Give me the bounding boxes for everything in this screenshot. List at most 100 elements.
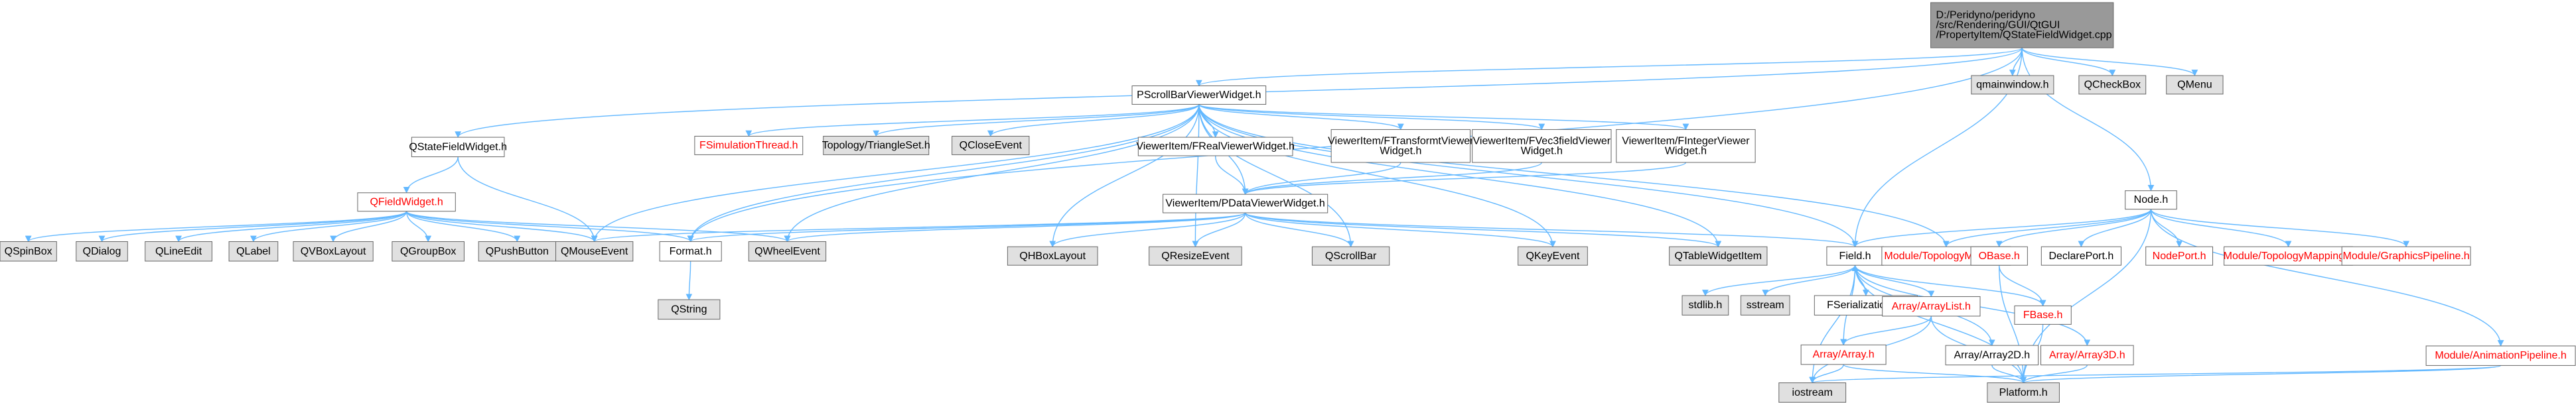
graph-node-sstream[interactable]: sstream [1740, 295, 1790, 316]
graph-node-qvboxlayout[interactable]: QVBoxLayout [293, 241, 374, 262]
graph-node-qcloseevent[interactable]: QCloseEvent [952, 136, 1030, 155]
graph-node-qmouseevent[interactable]: QMouseEvent [555, 241, 634, 262]
graph-node-arraylist[interactable]: Array/ArrayList.h [1882, 296, 1981, 317]
dependency-edge [457, 156, 598, 243]
node-label: QHBoxLayout [1019, 251, 1086, 262]
dependency-edge [1198, 103, 1404, 131]
dependency-edge [1702, 264, 1856, 296]
node-label: QResizeEvent [1161, 251, 1230, 262]
node-label: Widget.h [1665, 145, 1707, 156]
graph-node-root[interactable]: D:/Peridyno/peridyno/src/Rendering/GUI/Q… [1930, 2, 2114, 48]
dependency-edge [1854, 264, 2046, 307]
node-label: QDialog [83, 246, 121, 257]
graph-node-qtablewidgetitem[interactable]: QTableWidgetItem [1669, 246, 1768, 266]
node-box [1616, 129, 1756, 163]
graph-node-topology[interactable]: Topology/TriangleSet.h [822, 136, 930, 155]
dependency-edge [1851, 209, 2152, 248]
node-label: QCloseEvent [960, 140, 1023, 151]
node-label: PScrollBarViewerWidget.h [1137, 89, 1261, 101]
graph-node-platform[interactable]: Platform.h [1987, 382, 2060, 403]
node-label: QScrollBar [1325, 251, 1377, 262]
graph-node-qscrollbar[interactable]: QScrollBar [1311, 246, 1390, 266]
dependency-edge [1851, 264, 1867, 296]
graph-node-qstring[interactable]: QString [658, 299, 721, 320]
node-label: QLabel [236, 246, 271, 257]
dependency-edge [405, 211, 521, 243]
node-label: Field.h [1839, 251, 1871, 262]
node-label: sstream [1747, 300, 1784, 311]
graph-node-array[interactable]: Array/Array.h [1800, 344, 1887, 365]
node-box [2078, 75, 2147, 95]
node-label: QLineEdit [155, 246, 202, 257]
graph-node-simthread[interactable]: FSimulationThread.h [694, 136, 804, 155]
dependency-edge [1049, 104, 1200, 248]
graph-node-qpushbutton[interactable]: QPushButton [478, 241, 557, 262]
graph-node-declareport[interactable]: DeclarePort.h [2040, 246, 2121, 266]
dependency-edge [2021, 48, 2155, 192]
node-box [2040, 246, 2121, 266]
graph-node-qfieldwidget[interactable]: QFieldWidget.h [357, 192, 456, 212]
dependency-edge [1810, 365, 2502, 384]
graph-node-topomapping[interactable]: Module/TopologyMapping.h [2224, 246, 2354, 266]
graph-node-qspinbox[interactable]: QSpinBox [0, 241, 57, 262]
graph-node-qresizeevent[interactable]: QResizeEvent [1149, 246, 1242, 266]
graph-node-iostream[interactable]: iostream [1778, 382, 1847, 403]
graph-node-fbase[interactable]: FBase.h [2014, 305, 2072, 325]
graph-node-node[interactable]: Node.h [2125, 190, 2177, 210]
dependency-edge [2020, 365, 2502, 384]
node-label: Array/Array2D.h [1954, 349, 2030, 361]
graph-node-realviewer[interactable]: ViewerItem/FRealViewerWidget.h [1136, 137, 1295, 156]
graph-node-qstatefield[interactable]: QStateFieldWidget.h [409, 137, 507, 158]
dependency-edge [1198, 104, 1722, 248]
graph-node-qmainwindow[interactable]: qmainwindow.h [1971, 75, 2054, 95]
graph-node-obase[interactable]: OBase.h [1970, 246, 2028, 266]
graph-node-qdialog[interactable]: QDialog [76, 241, 128, 262]
node-label: QCheckBox [2084, 80, 2141, 91]
graph-node-field[interactable]: Field.h [1826, 246, 1884, 266]
graph-node-animpipe[interactable]: Module/AnimationPipeline.h [2425, 345, 2576, 366]
node-box [2425, 345, 2576, 366]
node-label: ViewerItem/FVec3fieldViewer [1473, 135, 1611, 146]
graph-node-stdlib[interactable]: stdlib.h [1682, 295, 1729, 316]
graph-node-qmenu[interactable]: QMenu [2166, 75, 2224, 95]
dependency-edge [405, 211, 694, 243]
node-label: FBase.h [2023, 310, 2063, 321]
dependency-edge [591, 212, 1246, 243]
graph-node-qlineedit[interactable]: QLineEdit [145, 241, 212, 262]
node-box [748, 241, 827, 262]
graph-node-qcheckbox[interactable]: QCheckBox [2078, 75, 2147, 95]
node-box [2125, 190, 2177, 210]
graph-node-pdataviewer[interactable]: ViewerItem/PDataViewerWidget.h [1163, 194, 1328, 213]
graph-node-qhboxlayout[interactable]: QHBoxLayout [1007, 246, 1098, 266]
node-box [228, 241, 279, 262]
graph-node-format[interactable]: Format.h [659, 241, 722, 262]
dependency-edge [2150, 209, 2409, 248]
graph-node-array3d[interactable]: Array/Array3D.h [2040, 345, 2134, 366]
node-box [478, 241, 557, 262]
edge-layer [25, 47, 2504, 384]
graph-node-graphicspipe[interactable]: Module/GraphicsPipeline.h [2341, 246, 2471, 266]
node-label: Format.h [670, 246, 712, 257]
dependency-edge [1843, 364, 2027, 384]
node-label: Module/GraphicsPipeline.h [2342, 251, 2469, 262]
dependency-edge [1762, 264, 1856, 296]
graph-node-nodeport[interactable]: NodePort.h [2145, 246, 2214, 266]
dependency-edge [685, 260, 693, 301]
graph-node-qwheelevent[interactable]: QWheelEvent [748, 241, 827, 262]
graph-node-pscroll[interactable]: PScrollBarViewerWidget.h [1131, 86, 1267, 105]
dependency-edge [1244, 212, 1556, 248]
node-box [659, 241, 722, 262]
graph-node-array2d[interactable]: Array/Array2D.h [1945, 345, 2039, 366]
graph-node-qkeyevent[interactable]: QKeyEvent [1518, 246, 1588, 266]
dependency-edge [1840, 316, 1932, 346]
node-box [1131, 86, 1267, 105]
graph-node-qlabel[interactable]: QLabel [228, 241, 279, 262]
node-box [145, 241, 212, 262]
graph-node-qgroupbox[interactable]: QGroupBox [392, 241, 465, 262]
node-box [1945, 345, 2039, 366]
node-label: QGroupBox [400, 246, 456, 257]
node-box [1740, 295, 1790, 316]
